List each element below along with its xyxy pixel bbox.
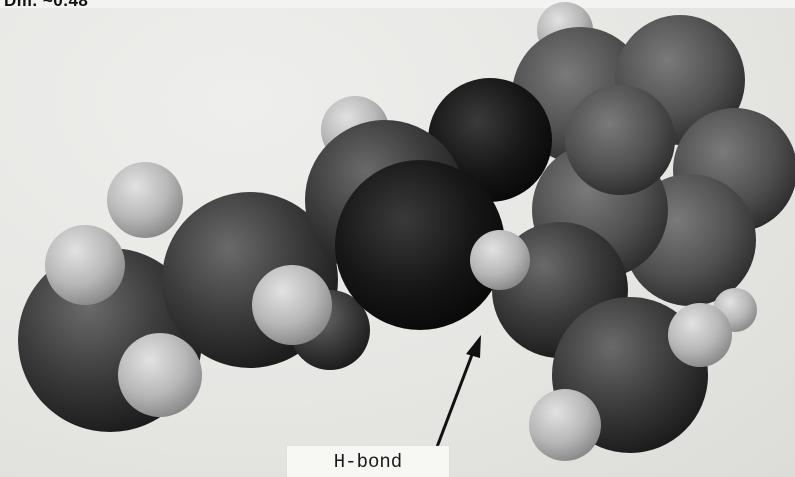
hydrogen-atom — [470, 230, 530, 290]
h-bond-arrow — [437, 335, 481, 447]
h-bond-label: H-bond — [287, 451, 449, 473]
hydrogen-atom — [252, 265, 332, 345]
hydrogen-atom — [668, 303, 732, 367]
hydrogen-atom — [118, 333, 202, 417]
ring-atom — [565, 85, 675, 195]
hydrogen-atom — [107, 162, 183, 238]
hydrogen-atom — [529, 389, 601, 461]
h-bond-label-box: H-bond — [287, 446, 449, 477]
hydrogen-atom — [45, 225, 125, 305]
